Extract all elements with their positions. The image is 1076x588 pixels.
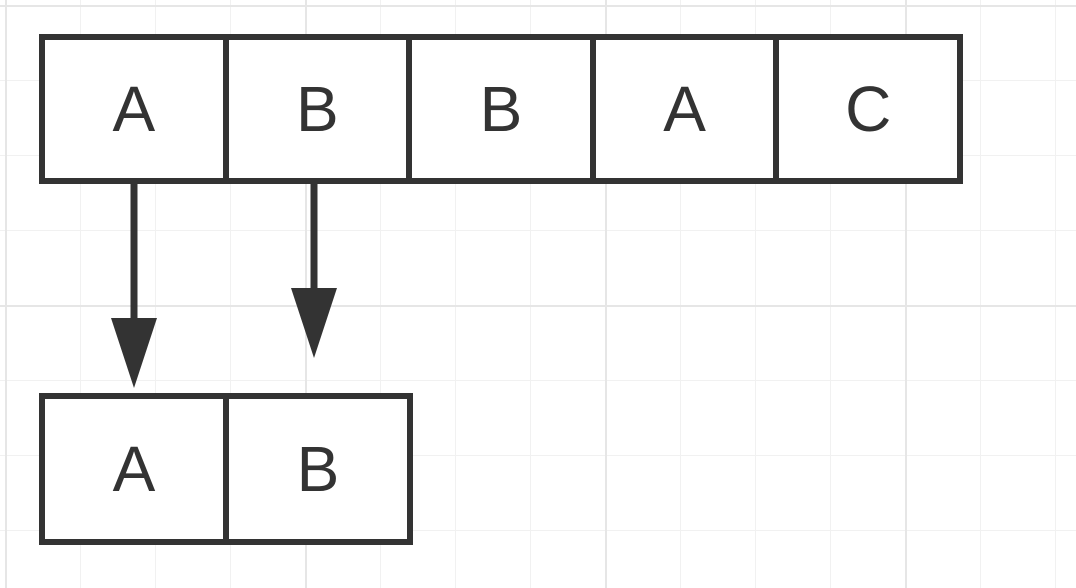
- top-array-cell: C: [845, 73, 892, 145]
- top-array-cell: A: [45, 40, 229, 178]
- arrow-b-down: [291, 184, 337, 358]
- top-array-cell: B: [229, 40, 413, 178]
- bottom-array: A B: [39, 393, 413, 545]
- top-array-cell: B: [412, 40, 596, 178]
- arrow-a-down: [111, 184, 157, 388]
- top-array-cell: A: [596, 40, 780, 178]
- top-array: A B B A C: [39, 34, 963, 184]
- bottom-array-cell: A: [45, 399, 229, 539]
- arrow-head: [291, 288, 337, 358]
- bottom-array-cell: B: [296, 433, 340, 505]
- arrow-head: [111, 318, 157, 388]
